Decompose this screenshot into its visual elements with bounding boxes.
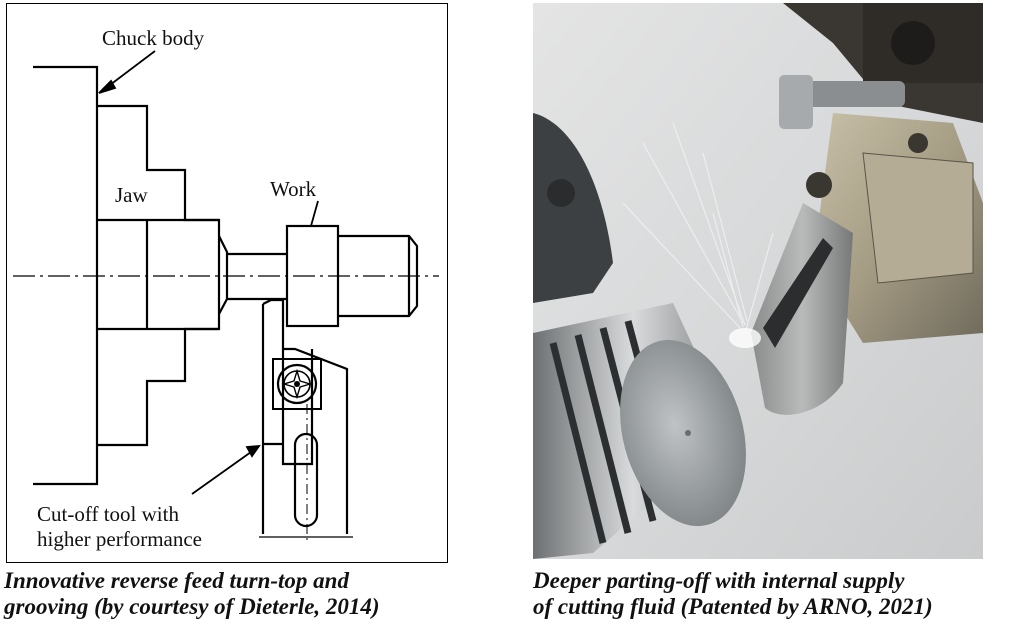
caption-left-line2: grooving (by courtesy of Dieterle, 2014) <box>4 594 380 619</box>
caption-right-line1: Deeper parting-off with internal supply <box>533 568 905 593</box>
arrow-cutoff-tool <box>245 444 261 458</box>
lathe-line-drawing <box>13 50 439 544</box>
label-cutoff-line2: higher performance <box>37 527 202 551</box>
insert-screw-icon <box>272 358 322 410</box>
diagram-panel: Chuck body Jaw Work Cut-off tool with hi… <box>6 3 448 563</box>
label-chuck-body: Chuck body <box>102 26 205 50</box>
parting-off-photo <box>533 3 983 559</box>
jaw-outline <box>97 104 221 447</box>
label-cutoff-line1: Cut-off tool with <box>37 502 179 526</box>
photo-panel <box>533 3 983 559</box>
caption-right-line2: of cutting fluid (Patented by ARNO, 2021… <box>533 594 933 619</box>
caption-left-line1: Innovative reverse feed turn-top and <box>4 568 349 593</box>
cutoff-tool-outline <box>261 298 349 534</box>
label-jaw: Jaw <box>115 183 148 207</box>
label-work: Work <box>270 177 317 201</box>
arrow-chuck-body <box>98 79 117 94</box>
